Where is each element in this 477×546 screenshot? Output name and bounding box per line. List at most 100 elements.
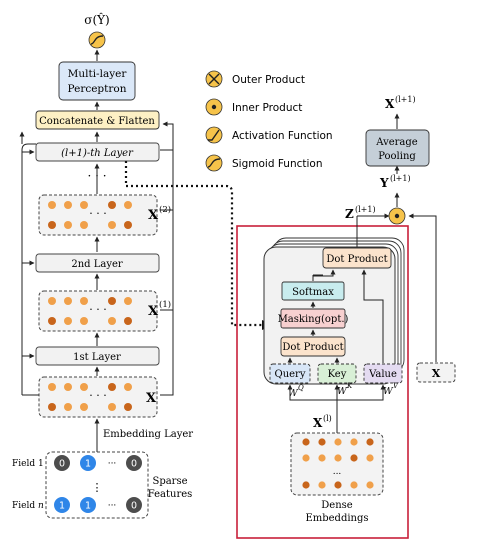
- xl-label: X: [313, 416, 323, 430]
- embedding-node: [108, 201, 116, 209]
- xl1-label: X: [385, 97, 395, 111]
- embedding-node: [48, 297, 56, 305]
- embedding-node: [64, 383, 72, 391]
- svg-text:Pooling: Pooling: [378, 151, 416, 162]
- average-pooling-box: Average Pooling: [365, 129, 430, 167]
- dense-node: [302, 481, 310, 489]
- sparse-label-2: Features: [148, 489, 193, 500]
- svg-text:Perceptron: Perceptron: [68, 83, 127, 95]
- sparse-node: [126, 497, 142, 513]
- embedding-node: [124, 221, 132, 229]
- dense-node: [318, 481, 326, 489]
- wk-label: W: [337, 386, 348, 397]
- sparse-node: [80, 497, 96, 513]
- output-label: σ(Ŷ): [84, 12, 109, 27]
- sparse-hdots-rown: ···: [108, 501, 117, 511]
- dense-node: [318, 454, 326, 462]
- sigmoid-function-icon: [205, 154, 223, 172]
- masking-box: Masking(opt.): [278, 308, 349, 329]
- embedding-node: [108, 221, 116, 229]
- svg-text:Query: Query: [275, 369, 306, 380]
- svg-text:Dot Product: Dot Product: [326, 254, 387, 265]
- layer-1-box: 1st Layer: [35, 346, 160, 366]
- sparse-node: [54, 455, 70, 471]
- dense-node: [302, 454, 310, 462]
- dense-node: [302, 438, 310, 446]
- embedding-node: [108, 383, 116, 391]
- field-1-label: Field 1: [12, 459, 44, 469]
- wk-sup: K: [346, 382, 353, 390]
- dot-product-box: Dot Product: [280, 336, 346, 357]
- embedding-node: [108, 297, 116, 305]
- sparse-node-value: 1: [85, 459, 91, 470]
- y-sup: (l+1): [390, 174, 411, 183]
- embedding-node: [64, 317, 72, 325]
- dense-dots: ...: [333, 467, 342, 477]
- mlp-box: Multi-layer Perceptron: [58, 61, 136, 101]
- embedding-node: [48, 403, 56, 411]
- svg-text:Key: Key: [328, 369, 347, 380]
- sparse-node-value: 0: [131, 501, 137, 512]
- embedding-node: [48, 383, 56, 391]
- svg-text:Masking(opt.): Masking(opt.): [278, 314, 349, 325]
- sparse-features-box: [45, 451, 149, 519]
- dense-node: [350, 438, 358, 446]
- sparse-node: [54, 497, 70, 513]
- legend-activation: Activation Function: [232, 130, 333, 142]
- embedding-node: [64, 297, 72, 305]
- sigmoid-icon: [88, 31, 106, 49]
- embedding-node: [108, 317, 116, 325]
- activation-function-icon: [205, 126, 223, 144]
- sparse-node-value: 1: [85, 501, 91, 512]
- legend-sigmoid: Sigmoid Function: [232, 158, 322, 170]
- wv-sup: V: [393, 382, 399, 390]
- attention-frame: [236, 225, 409, 539]
- inner-product-node-icon: [388, 207, 406, 225]
- sparse-hdots-row1: ···: [108, 459, 117, 469]
- layer-l1-box: (l+1)-th Layer: [35, 142, 160, 162]
- embedding-node: [124, 383, 132, 391]
- layer-2-box: 2nd Layer: [35, 253, 160, 273]
- concat-flatten-box: Concatenate & Flatten: [35, 110, 160, 130]
- sparse-node: [80, 455, 96, 471]
- x2-sup: (2): [159, 204, 171, 215]
- embedding-node: [64, 201, 72, 209]
- embedding-node: [124, 201, 132, 209]
- embedding-node: [80, 221, 88, 229]
- embedding-node: [80, 403, 88, 411]
- x2-label: X: [148, 208, 159, 223]
- sparse-node-value: 0: [59, 459, 65, 470]
- embedding-node: [80, 201, 88, 209]
- dense-node: [334, 481, 342, 489]
- z-label: Z: [345, 207, 354, 221]
- dense-node: [318, 438, 326, 446]
- softmax-box: Softmax: [281, 281, 345, 301]
- embedding-dots: · · ·: [89, 389, 106, 402]
- y-label: Y: [379, 176, 389, 190]
- x1-label: X: [148, 304, 159, 319]
- dense-node: [366, 481, 374, 489]
- dense-node: [366, 438, 374, 446]
- wq-sup: Q: [298, 384, 304, 392]
- embedding-node: [64, 221, 72, 229]
- embedding-node: [124, 297, 132, 305]
- x1-sup: (1): [159, 299, 171, 310]
- dense-node: [334, 438, 342, 446]
- dot-product-top-box: Dot Product: [322, 247, 392, 269]
- svg-text:Dot Product: Dot Product: [282, 342, 343, 353]
- embedding-node: [48, 201, 56, 209]
- sparse-label-1: Sparse: [152, 476, 187, 487]
- embedding-node: [64, 403, 72, 411]
- z-sup: (l+1): [355, 205, 376, 214]
- dense-node: [366, 454, 374, 462]
- legend: Outer Product Inner Product Activation F…: [205, 70, 333, 172]
- inner-product-icon: [205, 98, 223, 116]
- embedding-dots: · · ·: [89, 207, 106, 220]
- dense-label-1: Dense: [321, 500, 353, 511]
- svg-text:2nd Layer: 2nd Layer: [71, 259, 123, 270]
- wq-label: W: [288, 388, 299, 399]
- query-box: Query: [269, 363, 311, 384]
- dense-label-2: Embeddings: [305, 513, 368, 524]
- x0-label: X: [146, 391, 157, 406]
